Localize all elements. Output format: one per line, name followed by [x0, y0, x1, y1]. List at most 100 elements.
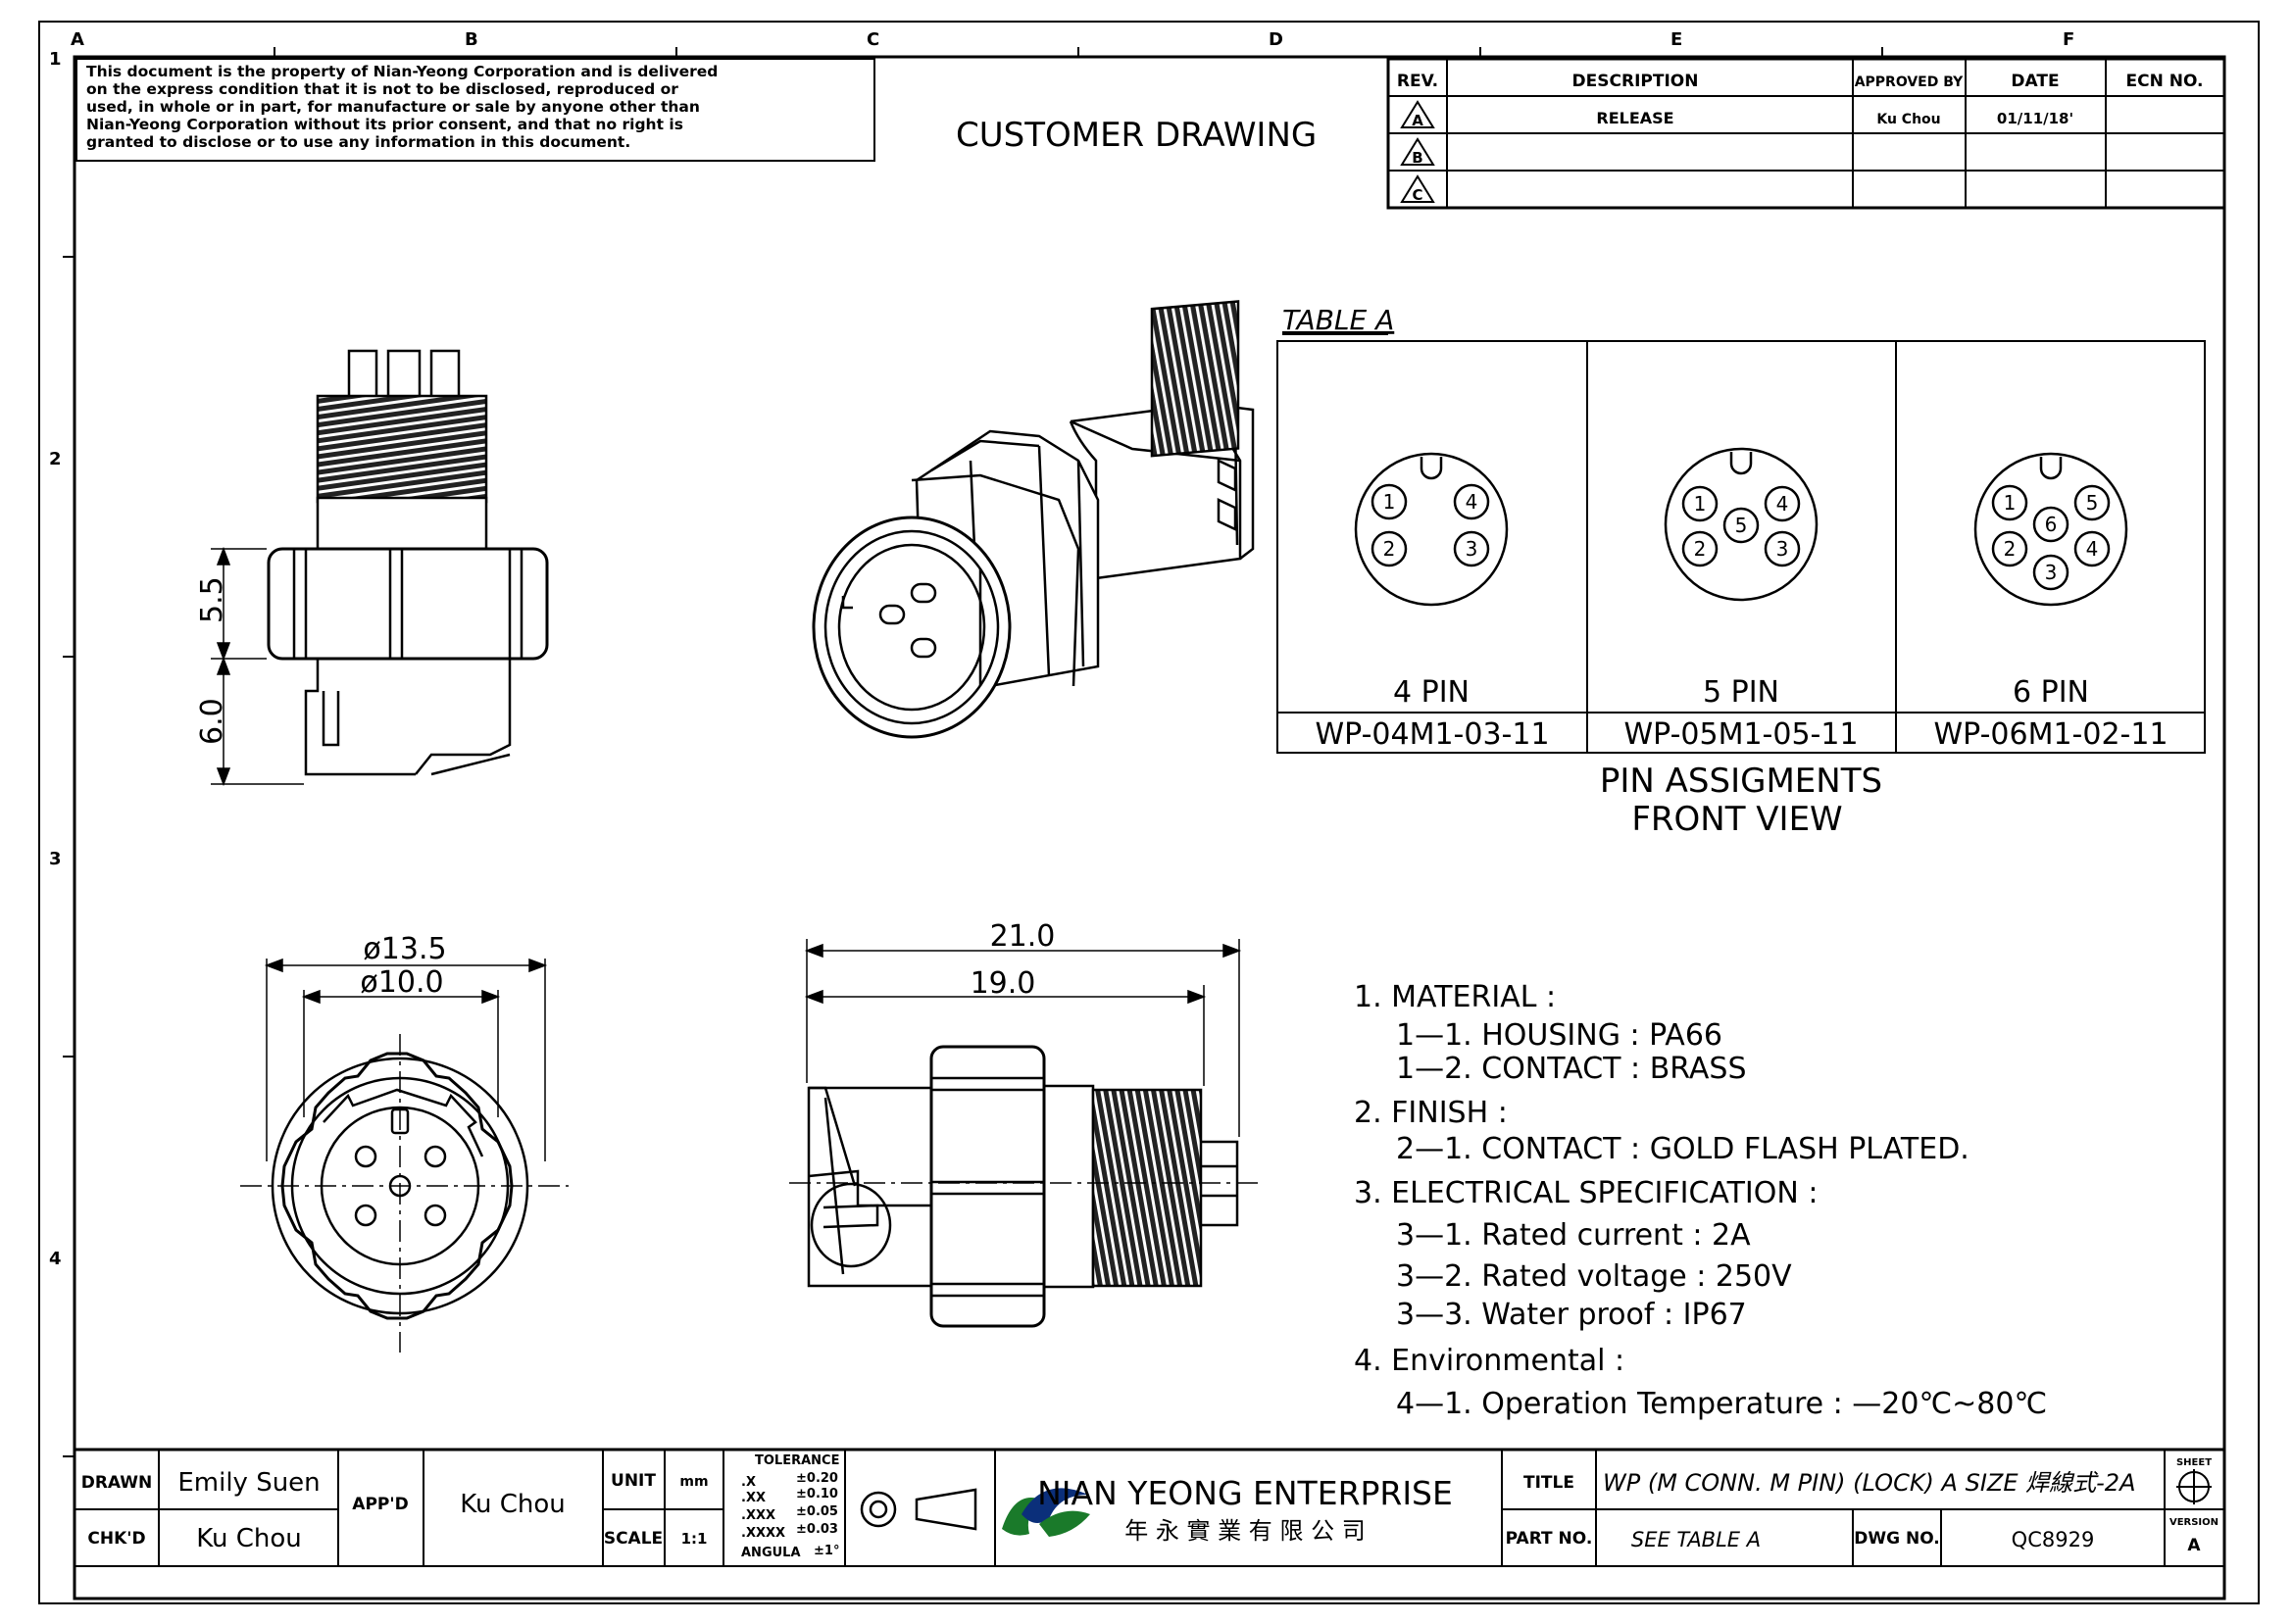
tolerance-key: .XXX: [741, 1508, 775, 1523]
appd-label: APP'D: [352, 1495, 408, 1514]
spec-heading: 1. MATERIAL :: [1354, 980, 1556, 1014]
tolerance-value: ±0.03: [796, 1522, 838, 1537]
notice-line: used, in whole or in part, for manufactu…: [86, 98, 700, 116]
drawing-label: CUSTOMER DRAWING: [956, 116, 1317, 155]
part-number: WP-04M1-03-11: [1315, 717, 1549, 752]
outer-frame: [38, 21, 2260, 1604]
zone-number-3: 3: [49, 849, 62, 869]
pin-number: 5: [2086, 491, 2099, 515]
chkd-label: CHK'D: [87, 1529, 145, 1549]
pin-face-4: [1354, 452, 1509, 607]
table-a-title: TABLE A: [1282, 304, 1394, 336]
zone-number-4: 4: [49, 1249, 62, 1269]
zone-number-1: 1: [49, 49, 62, 70]
spec-heading: 2. FINISH :: [1354, 1096, 1508, 1130]
pin-number: 6: [2045, 513, 2058, 536]
spec-item: 3—3. Water proof : IP67: [1396, 1298, 1747, 1332]
rev-letter: C: [1412, 186, 1422, 204]
front-view-centerlines: [240, 1034, 569, 1353]
length-view-drawing: [807, 1045, 1239, 1328]
ecn-header: ECN NO.: [2126, 72, 2204, 91]
pin-number: 4: [1466, 490, 1478, 514]
projection-symbol-icon: [860, 1488, 977, 1531]
drawn-label: DRAWN: [81, 1473, 153, 1493]
dimension-height-lower: 6.0: [195, 698, 229, 745]
pin-count-label: 6 PIN: [2013, 675, 2089, 710]
pin-number: 5: [1735, 514, 1748, 537]
tolerance-key: .XX: [741, 1491, 766, 1505]
rev-approved: Ku Chou: [1876, 112, 1940, 127]
rev-description: RELEASE: [1596, 109, 1673, 127]
spec-item: 3—1. Rated current : 2A: [1396, 1218, 1751, 1253]
drawn-value: Emily Suen: [177, 1468, 320, 1498]
inner-frame: [73, 55, 2226, 1600]
length-view-dimensions: [804, 939, 1242, 1137]
front-view-dimensions: [264, 958, 548, 1161]
spec-item: 1—1. HOUSING : PA66: [1396, 1018, 1722, 1053]
dimension-height-upper: 5.5: [195, 576, 229, 623]
spec-item: 2—1. CONTACT : GOLD FLASH PLATED.: [1396, 1132, 1969, 1166]
sheet-label: SHEET: [2176, 1457, 2212, 1468]
pin-number: 3: [1776, 537, 1789, 561]
zone-letter-d: D: [1269, 29, 1283, 50]
notice-line: This document is the property of Nian-Ye…: [86, 63, 718, 80]
notice-line: on the express condition that it is not …: [86, 80, 678, 98]
rev-header: REV.: [1397, 72, 1438, 91]
scale-label: SCALE: [604, 1529, 663, 1549]
tolerance-value: ±0.20: [796, 1471, 838, 1486]
pin-number: 1: [1383, 490, 1396, 514]
pin-number: 1: [2004, 491, 2017, 515]
dwg-label: DWG NO.: [1854, 1529, 1940, 1549]
rev-letter: B: [1412, 149, 1422, 167]
dimension-length-total: 21.0: [990, 919, 1056, 954]
part-value: SEE TABLE A: [1631, 1528, 1761, 1551]
chkd-value: Ku Chou: [196, 1524, 302, 1553]
unit-label: UNIT: [611, 1471, 656, 1491]
title-value: WP (M CONN. M PIN) (LOCK) A SIZE 焊線式-2A: [1603, 1469, 2136, 1497]
dimension-dia-outer: ø13.5: [363, 932, 446, 966]
pin-caption: FRONT VIEW: [1631, 800, 1842, 839]
dwg-value: QC8929: [2012, 1528, 2095, 1551]
dimension-length-body: 19.0: [971, 966, 1036, 1001]
pin-number: 2: [1694, 537, 1707, 561]
pin-number: 3: [2045, 561, 2058, 584]
sheet-symbol-icon: [2176, 1469, 2212, 1504]
title-block: [75, 1448, 2224, 1567]
description-header: DESCRIPTION: [1572, 72, 1699, 91]
pin-number: 3: [1466, 537, 1478, 561]
version-label: VERSION: [2169, 1517, 2218, 1528]
side-view-dimensions: [211, 546, 304, 787]
pin-caption: PIN ASSIGMENTS: [1600, 762, 1882, 801]
tolerance-key: ANGULA: [741, 1546, 801, 1560]
pin-number: 2: [1383, 537, 1396, 561]
zone-letter-c: C: [867, 29, 879, 50]
dimension-dia-inner: ø10.0: [360, 965, 443, 1000]
pin-count-label: 4 PIN: [1393, 675, 1470, 710]
notice-line: Nian-Yeong Corporation without its prior…: [86, 116, 683, 133]
isometric-view-drawing: [812, 300, 1255, 739]
zone-number-2: 2: [49, 449, 62, 469]
spec-item: 4—1. Operation Temperature : —20℃~80℃: [1396, 1387, 2047, 1421]
version-value: A: [2187, 1536, 2201, 1555]
revision-table: [1386, 57, 2226, 210]
approved-header: APPROVED BY: [1855, 74, 1964, 90]
pin-face-5: [1664, 447, 1819, 602]
zone-letter-f: F: [2063, 29, 2074, 50]
table-a: [1276, 340, 2206, 754]
spec-heading: 3. ELECTRICAL SPECIFICATION :: [1354, 1176, 1818, 1210]
unit-value: mm: [679, 1474, 708, 1490]
date-header: DATE: [2011, 72, 2059, 91]
tolerance-key: .XXXX: [741, 1526, 785, 1541]
pin-number: 4: [2086, 537, 2099, 561]
rev-date: 01/11/18': [1997, 110, 2073, 127]
pin-number: 2: [2004, 537, 2017, 561]
zone-letter-e: E: [1670, 29, 1682, 50]
spec-item: 1—2. CONTACT : BRASS: [1396, 1052, 1747, 1086]
part-number: WP-06M1-02-11: [1933, 717, 2168, 752]
rev-letter: A: [1412, 112, 1423, 129]
part-label: PART NO.: [1506, 1529, 1593, 1549]
tolerance-value: ±1°: [814, 1544, 839, 1558]
rev-triangle-icons: [1400, 100, 1435, 203]
company-name: NIAN YEONG ENTERPRISE: [1037, 1474, 1453, 1512]
notice-line: granted to disclose or to use any inform…: [86, 133, 630, 151]
